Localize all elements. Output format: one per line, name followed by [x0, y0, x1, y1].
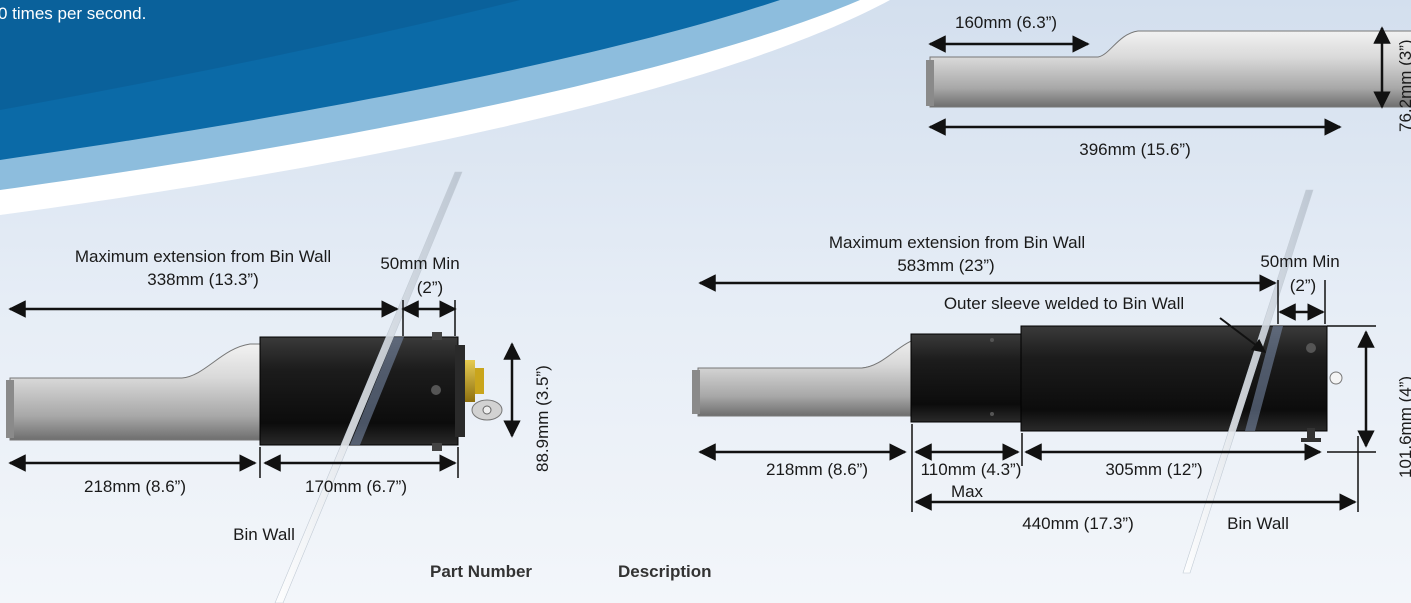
right-max-ext-value: 583mm (23”)	[897, 256, 995, 275]
top-dim-diameter: 76.2mm (3”)	[1396, 39, 1411, 132]
left-dim-diameter: 88.9mm (3.5”)	[533, 365, 552, 472]
left-min-gap-title: 50mm Min	[380, 254, 460, 273]
right-dim-probe: 218mm (8.6”)	[765, 460, 869, 479]
sensor-left-drawing	[6, 171, 521, 603]
left-max-ext-title: Maximum extension from Bin Wall	[74, 247, 332, 266]
sensor-top-drawing	[926, 26, 1411, 136]
table-header-description: Description	[618, 562, 712, 581]
top-dim-length: 396mm (15.6”)	[1079, 140, 1191, 159]
right-dim-mid: 110mm (4.3”)	[920, 460, 1022, 479]
left-dim-body: 170mm (6.7”)	[304, 477, 408, 496]
right-bin-wall-label: Bin Wall	[1227, 514, 1289, 533]
intro-text-fragment: 0 times per second.	[0, 4, 147, 23]
right-min-gap-value: (2”)	[1289, 276, 1317, 295]
sensor-right-drawing	[692, 189, 1376, 574]
table-header-part-number: Part Number	[430, 562, 533, 581]
top-dim-taper: 160mm (6.3”)	[955, 13, 1058, 32]
left-max-ext-value: 338mm (13.3”)	[147, 270, 259, 289]
header-swoosh	[0, 0, 890, 215]
right-dim-mid-note: Max	[950, 482, 984, 501]
left-bin-wall-label: Bin Wall	[233, 525, 295, 544]
right-sleeve-note: Outer sleeve welded to Bin Wall	[943, 294, 1185, 313]
right-min-gap-title: 50mm Min	[1260, 252, 1340, 271]
left-dim-probe: 218mm (8.6”)	[83, 477, 187, 496]
right-dim-sleeve: 305mm (12”)	[1105, 460, 1203, 479]
right-dim-diameter: 101.6mm (4”)	[1396, 375, 1411, 478]
right-max-ext-title: Maximum extension from Bin Wall	[828, 233, 1086, 252]
left-min-gap-value: (2”)	[416, 278, 444, 297]
right-dim-total: 440mm (17.3”)	[1022, 514, 1134, 533]
